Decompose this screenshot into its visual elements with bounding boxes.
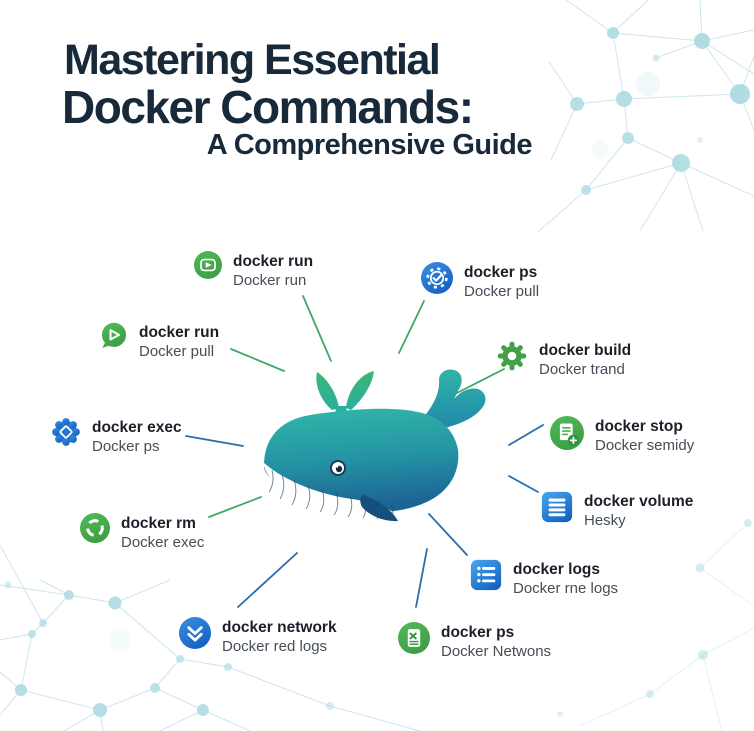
command-subtitle: Docker Netwons <box>441 643 552 660</box>
command-label: docker run <box>233 253 314 270</box>
docker-whale-illustration <box>264 369 486 522</box>
command-subtitle: Docker trand <box>539 361 625 378</box>
command-subtitle: Docker pull <box>139 343 215 360</box>
command-subtitle: Docker red logs <box>222 638 328 655</box>
ring-circle-icon <box>80 513 110 543</box>
play-circle-icon <box>194 251 222 279</box>
command-subtitle: Docker semidy <box>595 437 695 454</box>
document-x-circle-icon <box>398 622 430 654</box>
list-square-icon <box>541 491 573 523</box>
command-label: docker build <box>539 342 632 359</box>
command-subtitle: Docker pull <box>464 283 540 300</box>
command-label: docker ps <box>464 264 538 281</box>
gear-icon <box>496 340 528 372</box>
chevrons-circle-icon <box>179 617 211 649</box>
document-plus-circle-icon <box>550 416 584 450</box>
command-label: docker stop <box>595 418 683 435</box>
title-line-3: A Comprehensive Guide <box>206 129 533 161</box>
command-label: docker network <box>222 619 337 636</box>
command-item-docker-ps-bottom: docker ps Docker Netwons <box>398 622 551 661</box>
title-line-2: Docker Commands: <box>62 81 474 133</box>
command-subtitle: Docker exec <box>121 534 205 551</box>
title-line-1: Mastering Essential <box>64 36 441 84</box>
gear-check-circle-icon <box>421 262 453 294</box>
bullet-list-square-icon <box>470 559 502 591</box>
command-item-docker-rm: docker rm Docker exec <box>80 513 204 552</box>
command-subtitle: Docker ps <box>92 438 160 455</box>
command-label: docker run <box>139 324 220 341</box>
command-item-docker-ps-top: docker ps Docker pull <box>421 262 539 301</box>
command-subtitle: Docker run <box>233 272 307 289</box>
command-label: docker rm <box>121 515 196 532</box>
command-subtitle: Docker rne logs <box>513 580 619 597</box>
command-label: docker exec <box>92 419 182 436</box>
command-label: docker volume <box>584 493 694 510</box>
command-label: docker ps <box>441 624 515 641</box>
command-label: docker logs <box>513 561 600 578</box>
chat-play-icon <box>100 322 128 350</box>
command-subtitle: Hesky <box>584 512 626 529</box>
badge-diamond-icon <box>51 417 81 447</box>
